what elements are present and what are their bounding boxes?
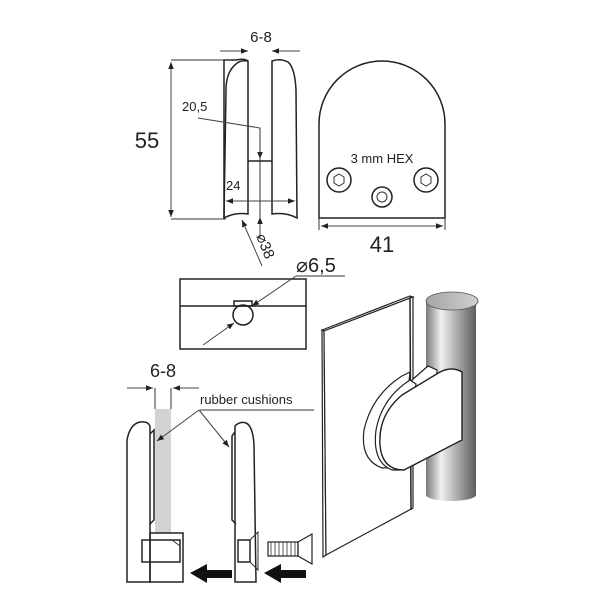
- hex-screw-center: [371, 186, 393, 208]
- glass-panel-section: [155, 409, 171, 533]
- height-label: 55: [135, 128, 159, 153]
- assembled-left-clamp: [126, 421, 151, 583]
- bottom-plate-outline: [179, 278, 307, 350]
- right-countersink: [249, 530, 259, 572]
- hole-leader-bottom: [202, 322, 235, 346]
- bottom-view: ⌀6,5: [179, 255, 345, 350]
- left-screw-countersink: [171, 539, 181, 547]
- radius-label: ⌀38: [252, 231, 277, 261]
- pole-top: [425, 291, 479, 311]
- loose-screw: [267, 532, 313, 566]
- side-view: 6-8 55 20,5 24 ⌀38: [135, 29, 300, 267]
- hex-screw-left: [326, 167, 352, 193]
- right-rubber-cushion: [231, 431, 237, 525]
- rubber-cushions-label: rubber cushions: [200, 392, 293, 407]
- hex-screw-right: [413, 167, 439, 193]
- depth-label: 20,5: [182, 99, 207, 114]
- left-rubber-cushion: [149, 428, 155, 525]
- hole-leader-top: [251, 275, 297, 307]
- left-clamp-base: [149, 532, 184, 583]
- width-label: 24: [226, 178, 240, 193]
- clamp-right-half: [271, 58, 298, 220]
- depth-leader: [197, 117, 263, 159]
- assembly-arrow-right: [264, 564, 306, 583]
- assembly-view: 6-8 rubber cushions: [126, 361, 314, 583]
- hole-label: ⌀6,5: [296, 255, 336, 277]
- hex-label: 3 mm HEX: [351, 151, 414, 166]
- assembled-right-clamp: [234, 421, 257, 583]
- front-plate-outline: [318, 60, 446, 219]
- gap-label: 6-8: [250, 29, 272, 46]
- radius-leader: [241, 219, 263, 267]
- callout-leader-right: [198, 409, 230, 448]
- assembly-gap-label: 6-8: [150, 361, 176, 381]
- clamp-left-half: [223, 58, 249, 220]
- front-width-label: 41: [370, 232, 394, 257]
- left-screw-body: [141, 539, 181, 563]
- assembly-arrow-left: [190, 564, 232, 583]
- isometric-view: [320, 291, 479, 559]
- clamp-left-edge: [223, 60, 249, 219]
- clamp-front-plate: [379, 368, 463, 471]
- pole-bottom: [426, 489, 476, 501]
- callout-leader-left: [156, 409, 200, 442]
- mounting-hole: [232, 304, 254, 326]
- right-screw-hole: [237, 539, 251, 563]
- front-view: 3 mm HEX 41: [318, 60, 446, 257]
